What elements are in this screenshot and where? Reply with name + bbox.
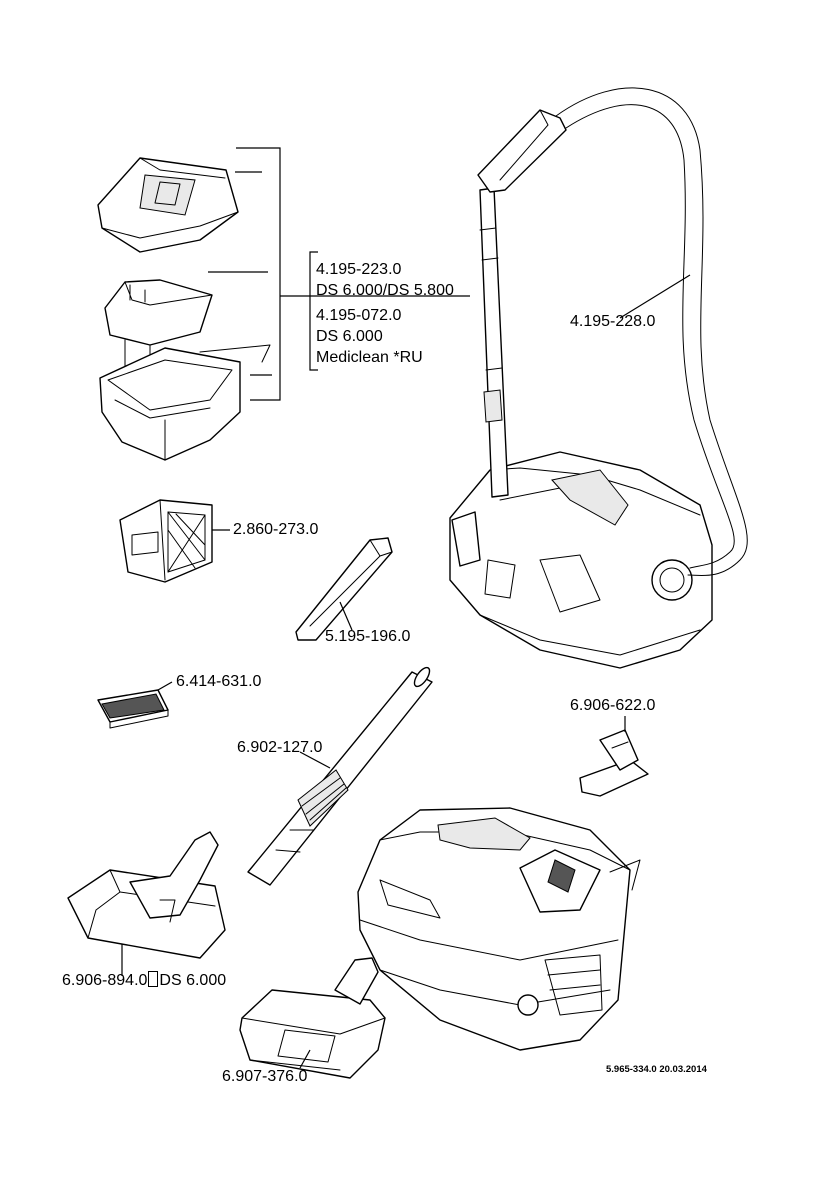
floor-nozzle-label: 6.906-894.0 DS 6.000 xyxy=(62,971,226,990)
filter-separator xyxy=(104,279,213,381)
upholstery-nozzle-label: 6.906-622.0 xyxy=(570,697,656,714)
floor-nozzle xyxy=(67,831,226,976)
floor-nozzle-2 xyxy=(239,957,386,1079)
hepa-filter-cartridge xyxy=(119,499,230,583)
water-tank xyxy=(99,344,271,461)
accessory-set2-label-1: 4.195-072.0 xyxy=(316,307,402,324)
set-bracket xyxy=(208,147,470,401)
hepa-filter-label: 2.860-273.0 xyxy=(233,521,319,538)
accessory-set-label-1: 4.195-223.0 xyxy=(316,261,402,278)
crevice-nozzle xyxy=(295,537,393,641)
floor-nozzle-2-label: 6.907-376.0 xyxy=(222,1068,308,1085)
suction-tube-label: 6.902-127.0 xyxy=(237,739,323,756)
flat-filter xyxy=(97,681,173,729)
floor-nozzle-model: DS 6.000 xyxy=(159,972,227,989)
doc-code: 5.965-334.0 20.03.2014 xyxy=(606,1064,707,1075)
vacuum-body xyxy=(357,807,641,1051)
vacuum-with-hose xyxy=(449,87,748,669)
crevice-nozzle-label: 5.195-196.0 xyxy=(325,628,411,645)
flat-filter-label: 6.414-631.0 xyxy=(176,673,262,690)
suction-tube xyxy=(247,666,433,886)
accessory-set-label-2: DS 6.000/DS 5.800 xyxy=(316,282,454,299)
filter-lid xyxy=(97,157,239,253)
floor-nozzle-code: 6.906-894.0 xyxy=(62,972,148,989)
upholstery-nozzle xyxy=(579,716,649,797)
accessory-set2-label-2: DS 6.000 xyxy=(316,328,383,345)
hose-label: 4.195-228.0 xyxy=(570,313,656,330)
floor-nozzle-connector xyxy=(148,971,159,987)
accessory-set2-label-3: Mediclean *RU xyxy=(316,349,423,366)
